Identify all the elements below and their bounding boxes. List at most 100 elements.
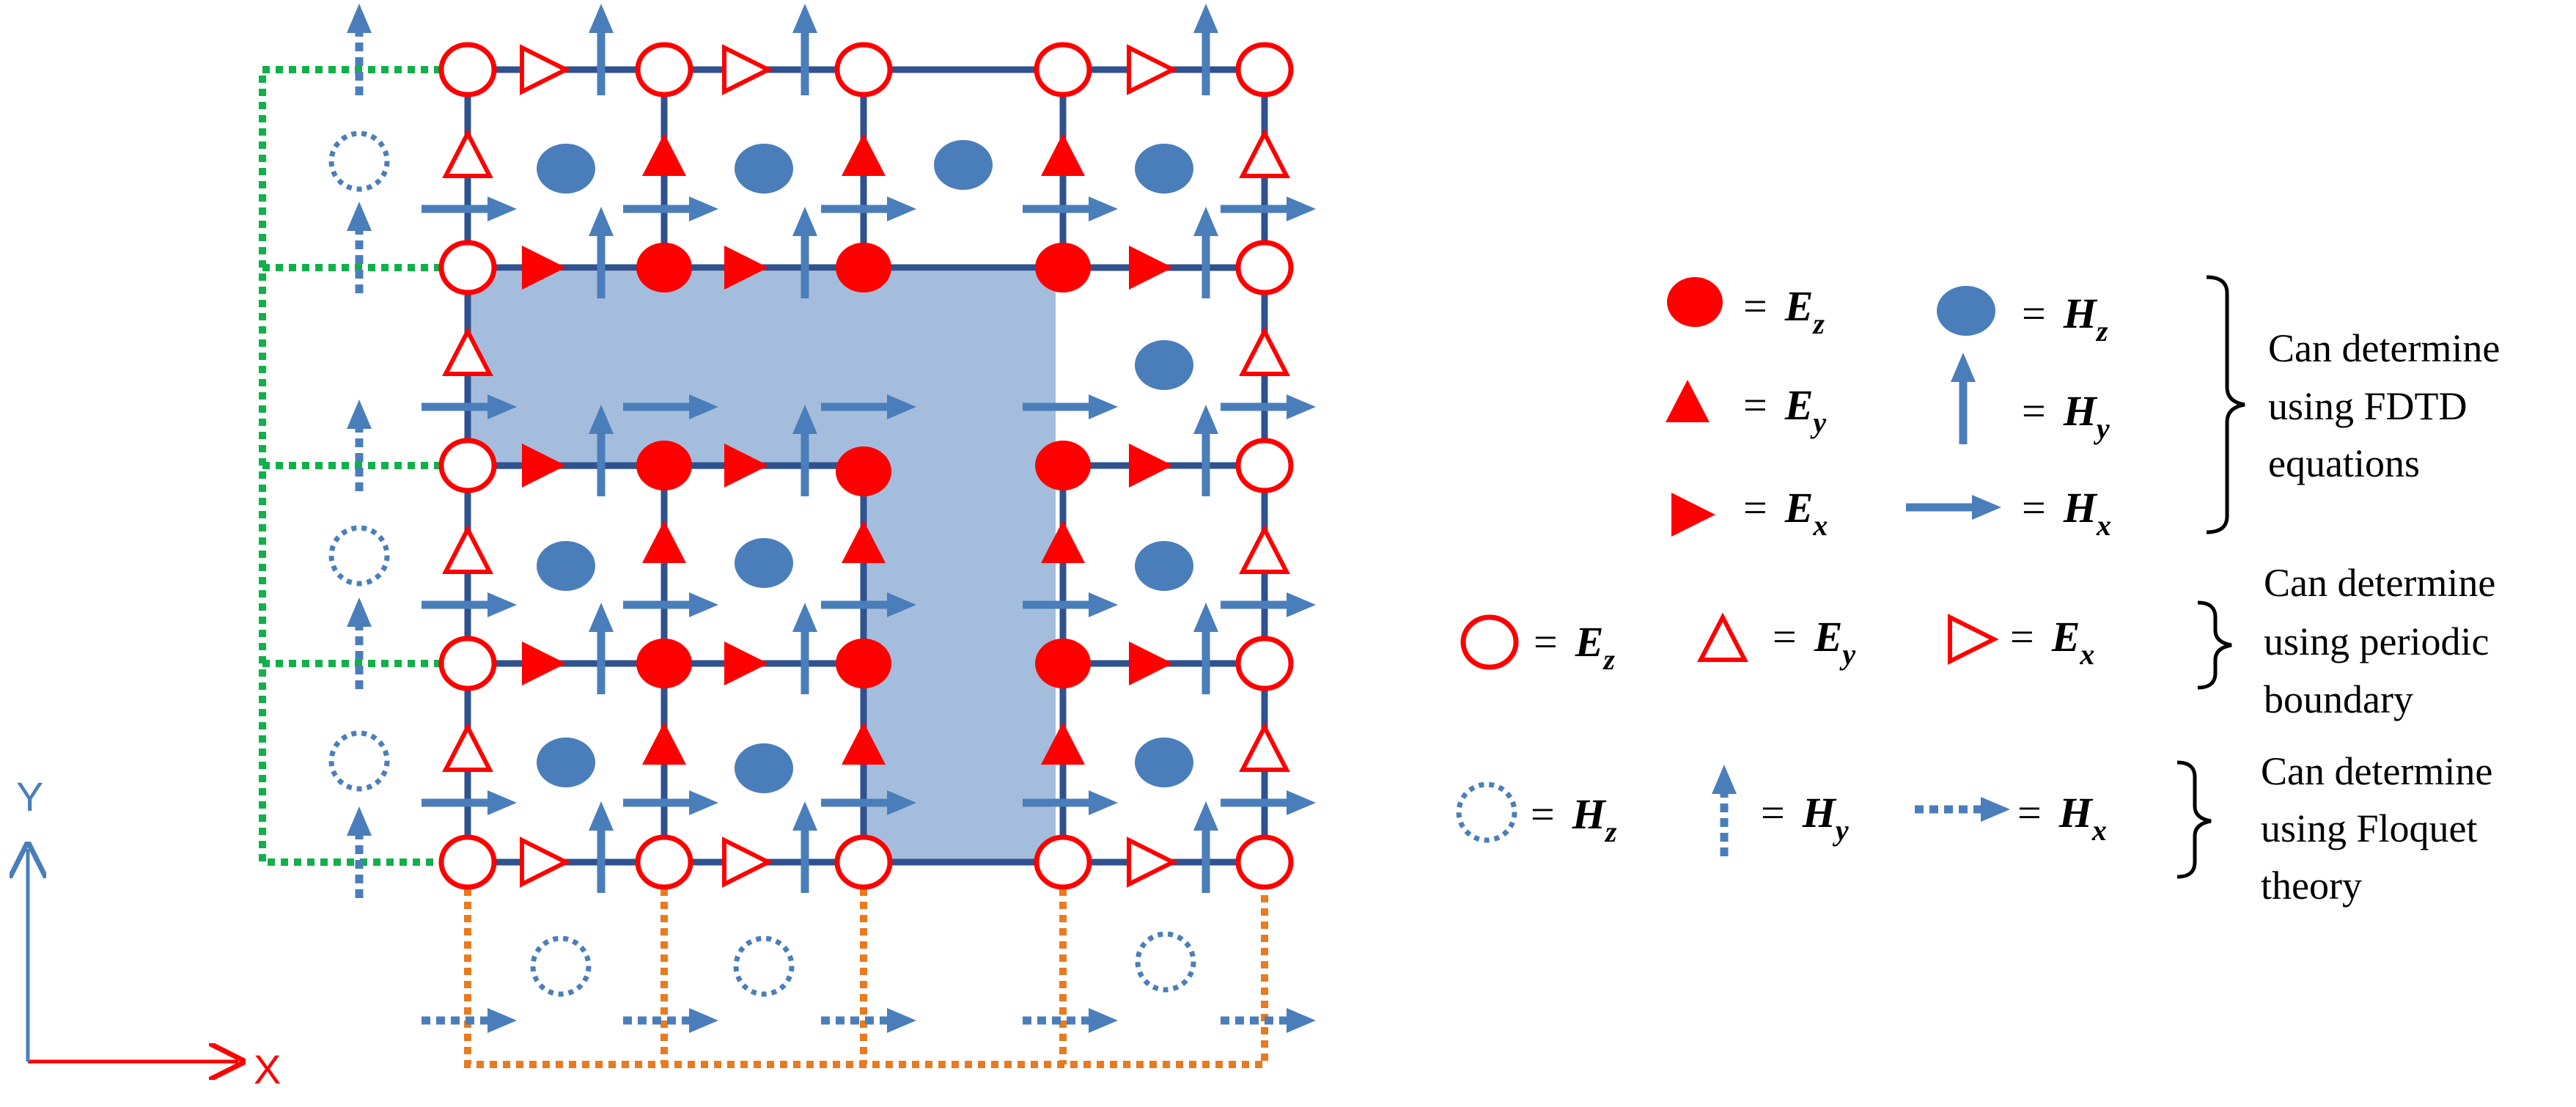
hz-marker xyxy=(735,538,793,588)
hz-marker xyxy=(537,541,595,591)
ez-open-marker xyxy=(1235,42,1294,98)
hy-arrow xyxy=(589,801,614,893)
hx-arrow-head xyxy=(887,592,916,617)
ez-open-marker xyxy=(635,42,693,98)
ex-filled-marker xyxy=(1129,246,1173,290)
legend-eq-ex-periodic: =Ex xyxy=(2010,613,2094,671)
ey-filled-marker xyxy=(642,521,686,563)
hx-arrow-head xyxy=(689,592,718,617)
hy-arrow-head xyxy=(589,801,614,831)
hy-arrow-head xyxy=(589,207,614,236)
hy-arrow xyxy=(1193,603,1218,694)
hx-arrow-head xyxy=(689,1008,718,1033)
hx-arrow-head xyxy=(1089,592,1118,617)
hx-arrow-head xyxy=(1089,790,1118,815)
fdtd-description-line-3: equations xyxy=(2268,441,2420,485)
ey-filled-marker xyxy=(842,133,886,176)
hx-arrow-head xyxy=(887,394,916,419)
hx-arrow xyxy=(821,790,916,815)
fdtd-description-line-2: using FDTD xyxy=(2268,384,2468,428)
ey-open-marker xyxy=(442,128,493,178)
hz-dotted-marker xyxy=(1456,781,1517,843)
periodic-description-line-1: Can determine xyxy=(2264,561,2495,605)
ez-open-marker xyxy=(1034,42,1092,98)
hz-marker xyxy=(1135,738,1193,787)
hx-arrow-head xyxy=(487,394,517,419)
ex-filled-marker xyxy=(724,444,768,488)
ey-open-marker xyxy=(442,524,493,574)
hy-arrow xyxy=(792,207,817,298)
hx-arrow xyxy=(1023,394,1118,419)
ex-filled-marker xyxy=(1129,444,1173,488)
ey-filled-marker xyxy=(1041,521,1085,563)
field-markers xyxy=(328,4,1316,1033)
periodic-description-line-3: boundary xyxy=(2264,677,2413,721)
hx-arrow-head xyxy=(689,394,718,419)
hx-arrow-head xyxy=(1287,790,1316,815)
ez-open-marker xyxy=(438,834,497,890)
hy-arrow-head xyxy=(1193,405,1218,434)
legend-eq-ex: =Ex xyxy=(1743,484,1828,542)
hx-dotted-arrow xyxy=(821,1008,916,1033)
hx-arrow-head xyxy=(1287,196,1316,221)
hx-arrow-head xyxy=(887,196,916,221)
legend-eq-ey-periodic: =Ey xyxy=(1773,613,1855,671)
hx-arrow xyxy=(1023,592,1118,617)
hz-marker xyxy=(735,144,793,194)
hx-dotted-arrow xyxy=(1023,1008,1118,1033)
hx-arrow xyxy=(623,592,718,617)
ey-open-marker xyxy=(1239,524,1290,574)
ez-filled-marker xyxy=(836,446,891,496)
hx-dotted-arrow xyxy=(623,1008,718,1033)
hy-dotted-arrow xyxy=(347,4,372,95)
hy-arrow-head xyxy=(792,801,817,831)
legend-eq-ey: =Ey xyxy=(1743,381,1826,439)
hy-arrow xyxy=(792,405,817,496)
hx-arrow-head xyxy=(887,790,916,815)
hx-arrow-head xyxy=(1981,797,2010,822)
hz-marker xyxy=(735,743,793,793)
hy-arrow-head xyxy=(589,405,614,434)
hy-arrow-head xyxy=(347,400,372,429)
hy-arrow-head xyxy=(347,202,372,231)
hz-dotted-marker xyxy=(328,130,390,192)
legend-eq-ez-periodic: =Ez xyxy=(1534,618,1615,676)
hx-arrow-head xyxy=(689,790,718,815)
hy-arrow-head xyxy=(1951,353,1976,382)
x-axis-label: X xyxy=(254,1046,281,1092)
hy-arrow xyxy=(589,4,614,95)
hz-dotted-marker xyxy=(328,525,390,586)
hx-arrow xyxy=(623,196,718,221)
floquet-description-line-3: theory xyxy=(2261,864,2362,908)
hy-arrow-head xyxy=(792,603,817,632)
hx-arrow xyxy=(422,592,517,617)
coordinate-axes: X Y xyxy=(16,773,281,1092)
ez-filled-marker xyxy=(636,441,692,490)
hy-arrow-head xyxy=(1712,765,1737,794)
hx-arrow xyxy=(422,196,517,221)
hy-arrow-head xyxy=(1193,801,1218,831)
hy-arrow xyxy=(1193,801,1218,893)
floquet-description-line-1: Can determine xyxy=(2261,749,2492,793)
hy-arrow-head xyxy=(347,806,372,836)
hx-arrow xyxy=(821,592,916,617)
hx-arrow xyxy=(422,790,517,815)
hx-arrow-head xyxy=(1287,394,1316,419)
hx-arrow-head xyxy=(487,790,517,815)
ey-open-marker xyxy=(1239,722,1290,772)
legend-eq-hx: =Hx xyxy=(2022,484,2111,542)
hz-marker xyxy=(934,140,993,190)
ez-open-marker xyxy=(1235,438,1294,493)
ey-filled-marker xyxy=(642,722,686,765)
hx-arrow-head xyxy=(1089,196,1118,221)
hz-marker xyxy=(537,144,595,194)
ez-open-marker xyxy=(1235,636,1294,691)
hx-arrow-head xyxy=(1089,394,1118,419)
legend-eq-hy-floquet: =Hy xyxy=(1761,789,1849,847)
ex-filled-marker xyxy=(522,641,566,685)
hx-arrow-head xyxy=(487,1008,517,1033)
ez-filled-marker xyxy=(636,243,692,293)
hx-arrow-head xyxy=(1089,1008,1118,1033)
hz-dotted-marker xyxy=(328,730,390,792)
hx-dotted-arrow xyxy=(422,1008,517,1033)
